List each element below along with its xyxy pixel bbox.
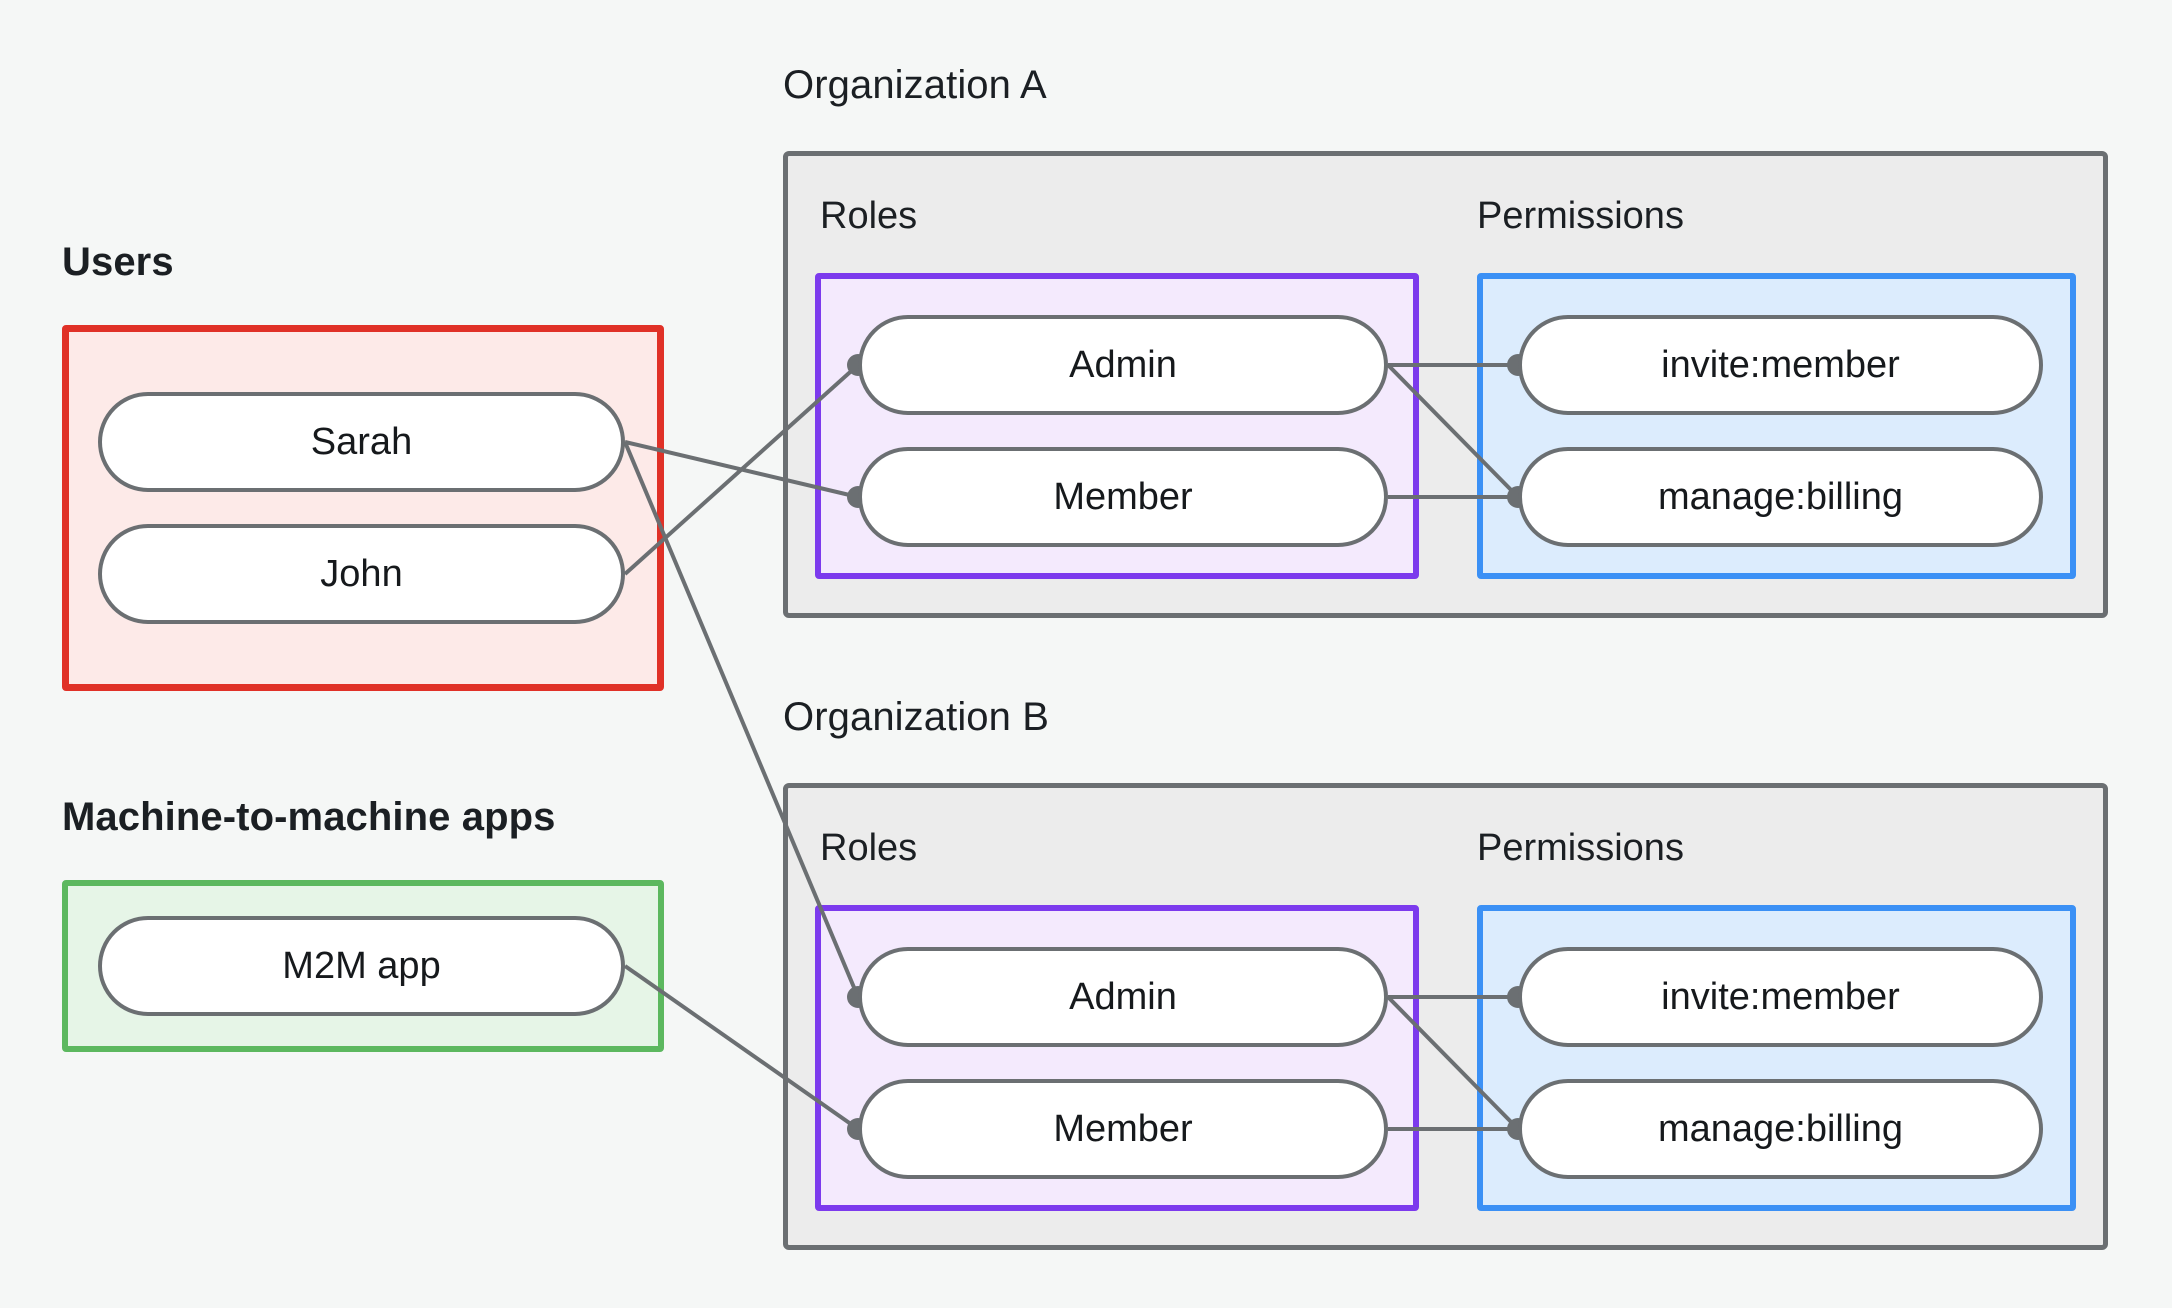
org-a-permissions-label: Permissions — [1477, 195, 1684, 237]
org-b-role-member[interactable]: Member — [858, 1079, 1388, 1179]
org-b-title: Organization B — [783, 695, 1049, 739]
org-a-role-member[interactable]: Member — [858, 447, 1388, 547]
org-b-permission-manage-billing[interactable]: manage:billing — [1518, 1079, 2043, 1179]
org-b-permission-invite-member[interactable]: invite:member — [1518, 947, 2043, 1047]
m2m-group-title: Machine-to-machine apps — [62, 795, 556, 839]
users-group-box — [62, 325, 664, 691]
users-group-title: Users — [62, 240, 174, 284]
user-node-sarah[interactable]: Sarah — [98, 392, 625, 492]
org-b-roles-label: Roles — [820, 827, 918, 869]
m2m-node-app[interactable]: M2M app — [98, 916, 625, 1016]
org-a-permission-invite-member[interactable]: invite:member — [1518, 315, 2043, 415]
org-a-title: Organization A — [783, 63, 1047, 107]
org-a-permission-manage-billing[interactable]: manage:billing — [1518, 447, 2043, 547]
user-node-john[interactable]: John — [98, 524, 625, 624]
org-b-role-admin[interactable]: Admin — [858, 947, 1388, 1047]
org-a-role-admin[interactable]: Admin — [858, 315, 1388, 415]
org-b-permissions-label: Permissions — [1477, 827, 1684, 869]
org-a-roles-label: Roles — [820, 195, 918, 237]
